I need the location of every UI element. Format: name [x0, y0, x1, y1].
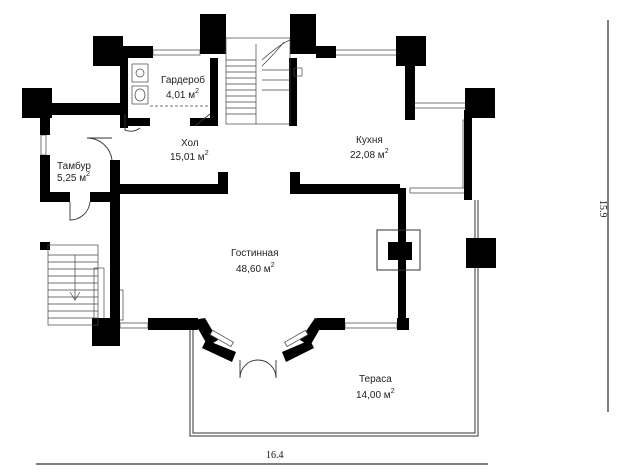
area-superscript: 2: [195, 88, 199, 95]
svg-text:22,08 м2: 22,08 м2: [350, 148, 389, 161]
room-label-garderob: Гардероб 4,01 м2: [161, 74, 205, 101]
area-superscript: 2: [86, 171, 90, 178]
room-label-terasa: Тераса 14,00 м2: [356, 374, 395, 401]
svg-text:48,60 м2: 48,60 м2: [236, 262, 275, 275]
svg-text:14,00 м2: 14,00 м2: [356, 388, 395, 401]
walls: [22, 14, 496, 362]
doors: [69, 113, 309, 379]
terrace-outline: [189, 200, 479, 437]
area-superscript: 2: [391, 388, 395, 395]
room-area: 22,08 м: [350, 150, 385, 161]
room-name: Тераса: [359, 374, 392, 385]
room-area: 5,25 м: [57, 173, 86, 184]
room-label-gostinnaya: Гостинная 48,60 м2: [231, 248, 279, 275]
dimension-width: 16.4: [36, 450, 488, 465]
left-staircase: [47, 244, 105, 326]
dimension-height-label: 15.9: [597, 200, 608, 218]
room-name: Кухня: [356, 135, 383, 146]
room-label-tambur: Тамбур 5,25 м2: [57, 160, 91, 184]
area-superscript: 2: [271, 262, 275, 269]
room-name: Хол: [181, 138, 199, 149]
room-name: Гостинная: [231, 248, 279, 259]
wardrobe-fixtures: [131, 63, 208, 107]
dimension-height: 15.9: [597, 20, 609, 412]
svg-text:4,01 м2: 4,01 м2: [166, 88, 199, 101]
room-area: 14,00 м: [356, 390, 391, 401]
top-staircase: [225, 37, 303, 125]
dimension-width-label: 16.4: [266, 450, 284, 461]
room-area: 4,01 м: [166, 90, 195, 101]
room-name: Тамбур: [57, 160, 91, 172]
svg-text:15,01 м2: 15,01 м2: [170, 150, 209, 163]
area-superscript: 2: [385, 148, 389, 155]
room-name: Гардероб: [161, 74, 205, 86]
room-label-hol: Хол 15,01 м2: [170, 138, 209, 163]
svg-text:5,25 м2: 5,25 м2: [57, 171, 90, 184]
room-area: 15,01 м: [170, 152, 205, 163]
room-area: 48,60 м: [236, 264, 271, 275]
area-superscript: 2: [205, 150, 209, 157]
room-label-kuhnya: Кухня 22,08 м2: [350, 135, 389, 161]
